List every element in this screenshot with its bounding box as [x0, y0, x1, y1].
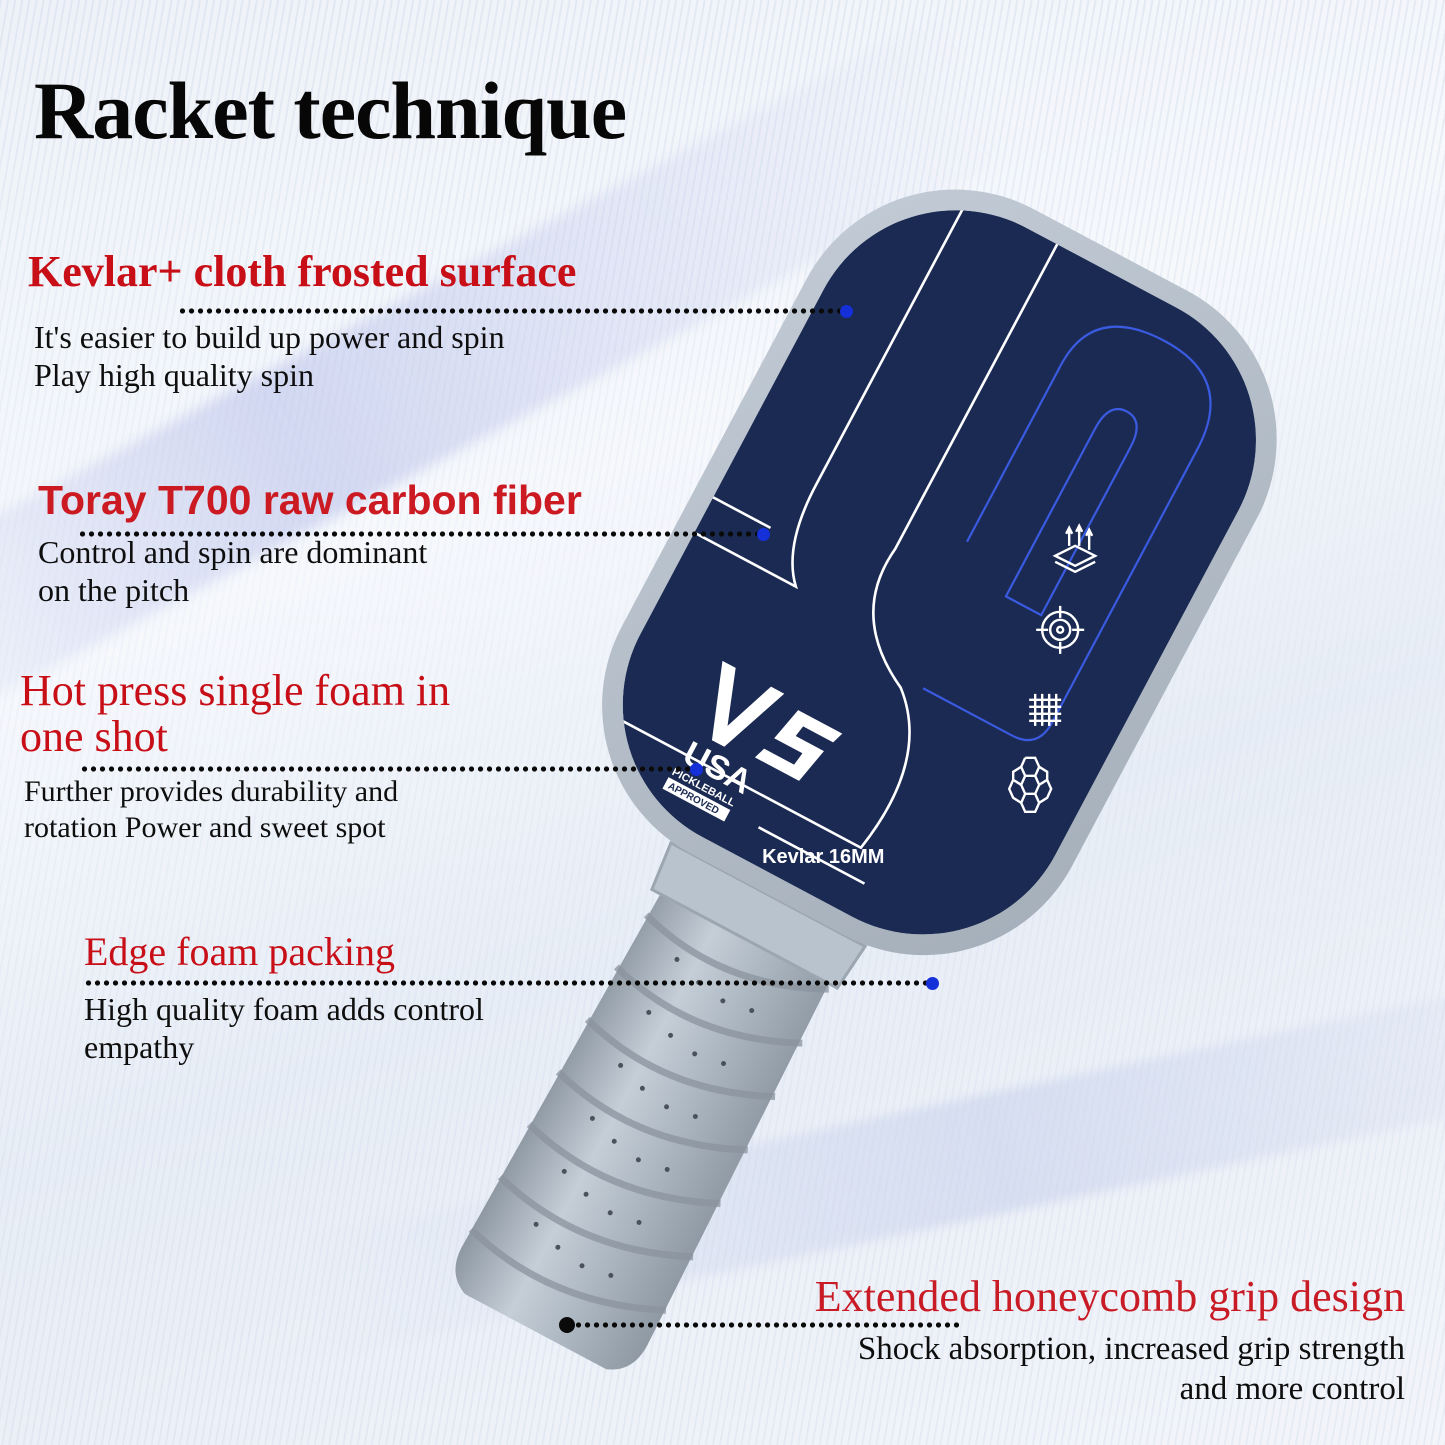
- layered-surface-icon: [1052, 523, 1098, 574]
- callout-heading: Kevlar+ cloth frosted surface: [28, 247, 577, 296]
- leader-line: [178, 308, 843, 314]
- leader-line: [84, 980, 929, 986]
- callout-body-line: High quality foam adds control: [84, 991, 484, 1027]
- callout-edge-foam: Edge foam packing: [84, 932, 395, 972]
- callout-body-line: Play high quality spin: [34, 357, 314, 394]
- target-icon: [1036, 605, 1085, 654]
- callout-body-line: empathy: [84, 1029, 195, 1066]
- callout-body-line: It's easier to build up power and spin: [34, 319, 505, 355]
- callout-carbon-fiber: Toray T700 raw carbon fiber: [38, 480, 582, 521]
- leader-end-dot: [757, 528, 770, 541]
- honeycomb-icon: [1007, 756, 1053, 814]
- callout-heading-line: Hot press single foam in: [20, 666, 451, 715]
- vs-logo: [711, 660, 843, 781]
- callout-hot-press-foam-body: Further provides durability and rotation…: [24, 774, 398, 846]
- leader-line: [574, 1322, 959, 1328]
- callout-heading: Toray T700 raw carbon fiber: [38, 477, 582, 523]
- callout-honeycomb-grip: Extended honeycomb grip design: [815, 1275, 1405, 1319]
- spec-label: Kevlar 16MM: [762, 846, 884, 868]
- callout-edge-foam-body: High quality foam adds control empathy: [84, 990, 484, 1067]
- callout-body-line: Control and spin are dominant: [38, 534, 428, 570]
- leader-end-dot: [926, 977, 939, 990]
- grip: [455, 840, 868, 1370]
- callout-carbon-fiber-body: Control and spin are dominant on the pit…: [38, 533, 427, 610]
- leader-start-dot: [559, 1317, 575, 1333]
- leader-end-dot: [690, 763, 703, 776]
- callout-heading-line: one shot: [20, 712, 168, 762]
- approved-badge-text: APPROVED: [666, 781, 721, 817]
- weave-mesh-icon: [1029, 693, 1062, 726]
- leader-line: [78, 531, 760, 537]
- callout-hot-press-foam: Hot press single foam in one shot: [20, 666, 451, 762]
- leader-end-dot: [840, 305, 853, 318]
- paddle-face: USA PICKLEBALL APPROVED Kevlar 16MM: [569, 183, 1256, 935]
- callout-body-line: on the pitch: [38, 572, 190, 609]
- pickleball-badge-text: PICKLEBALL: [670, 766, 737, 809]
- callout-body-line: Shock absorption, increased grip strengt…: [857, 1331, 1405, 1367]
- edge-guard: [602, 189, 1277, 956]
- leader-line: [80, 766, 692, 772]
- page-title: Racket technique: [34, 65, 627, 156]
- feature-icons: [1007, 523, 1098, 814]
- callout-kevlar-surface: Kevlar+ cloth frosted surface: [28, 250, 576, 294]
- callout-body-line: and more control: [1179, 1370, 1405, 1407]
- callout-honeycomb-grip-body: Shock absorption, increased grip strengt…: [858, 1330, 1405, 1409]
- callout-body-line: rotation Power and sweet spot: [24, 811, 386, 844]
- callout-heading: Extended honeycomb grip design: [814, 1272, 1405, 1321]
- callout-body-line: Further provides durability and: [24, 775, 399, 808]
- callout-heading: Edge foam packing: [84, 929, 395, 974]
- callout-kevlar-surface-body: It's easier to build up power and spin P…: [34, 318, 505, 395]
